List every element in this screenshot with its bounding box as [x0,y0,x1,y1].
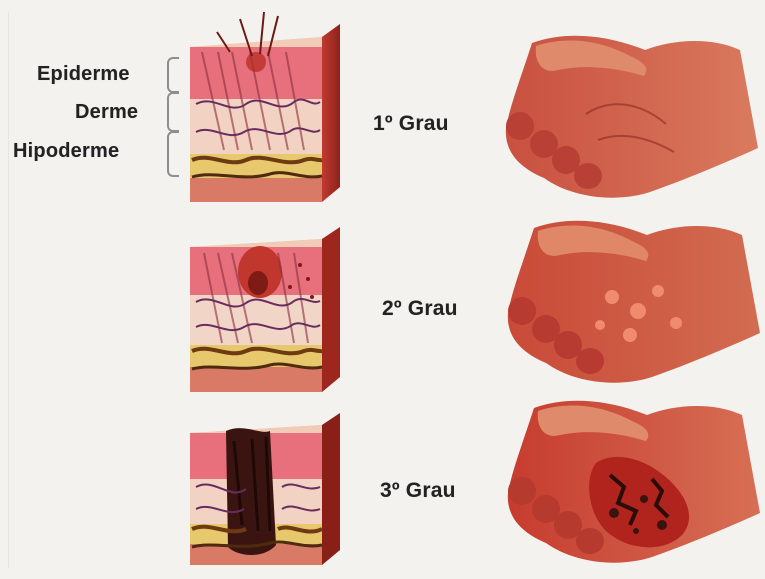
bracket-dermis [167,92,179,132]
skin-block-icon [182,12,342,207]
left-border [8,12,9,568]
grade-label-3: 3º Grau [380,479,456,503]
grade-label-1: 1º Grau [373,112,449,136]
hand-icon [492,213,764,388]
skin-block-icon [182,405,342,570]
label-hypodermis: Hipoderme [13,140,119,163]
hand-icon [490,28,762,203]
bracket-epidermis [167,57,179,93]
label-epidermis: Epiderme [37,63,130,86]
label-dermis: Derme [75,101,138,124]
bracket-hypodermis [167,131,179,177]
skin-block-icon [182,217,342,397]
grade-label-2: 2º Grau [382,297,458,321]
hand-icon [492,393,764,568]
